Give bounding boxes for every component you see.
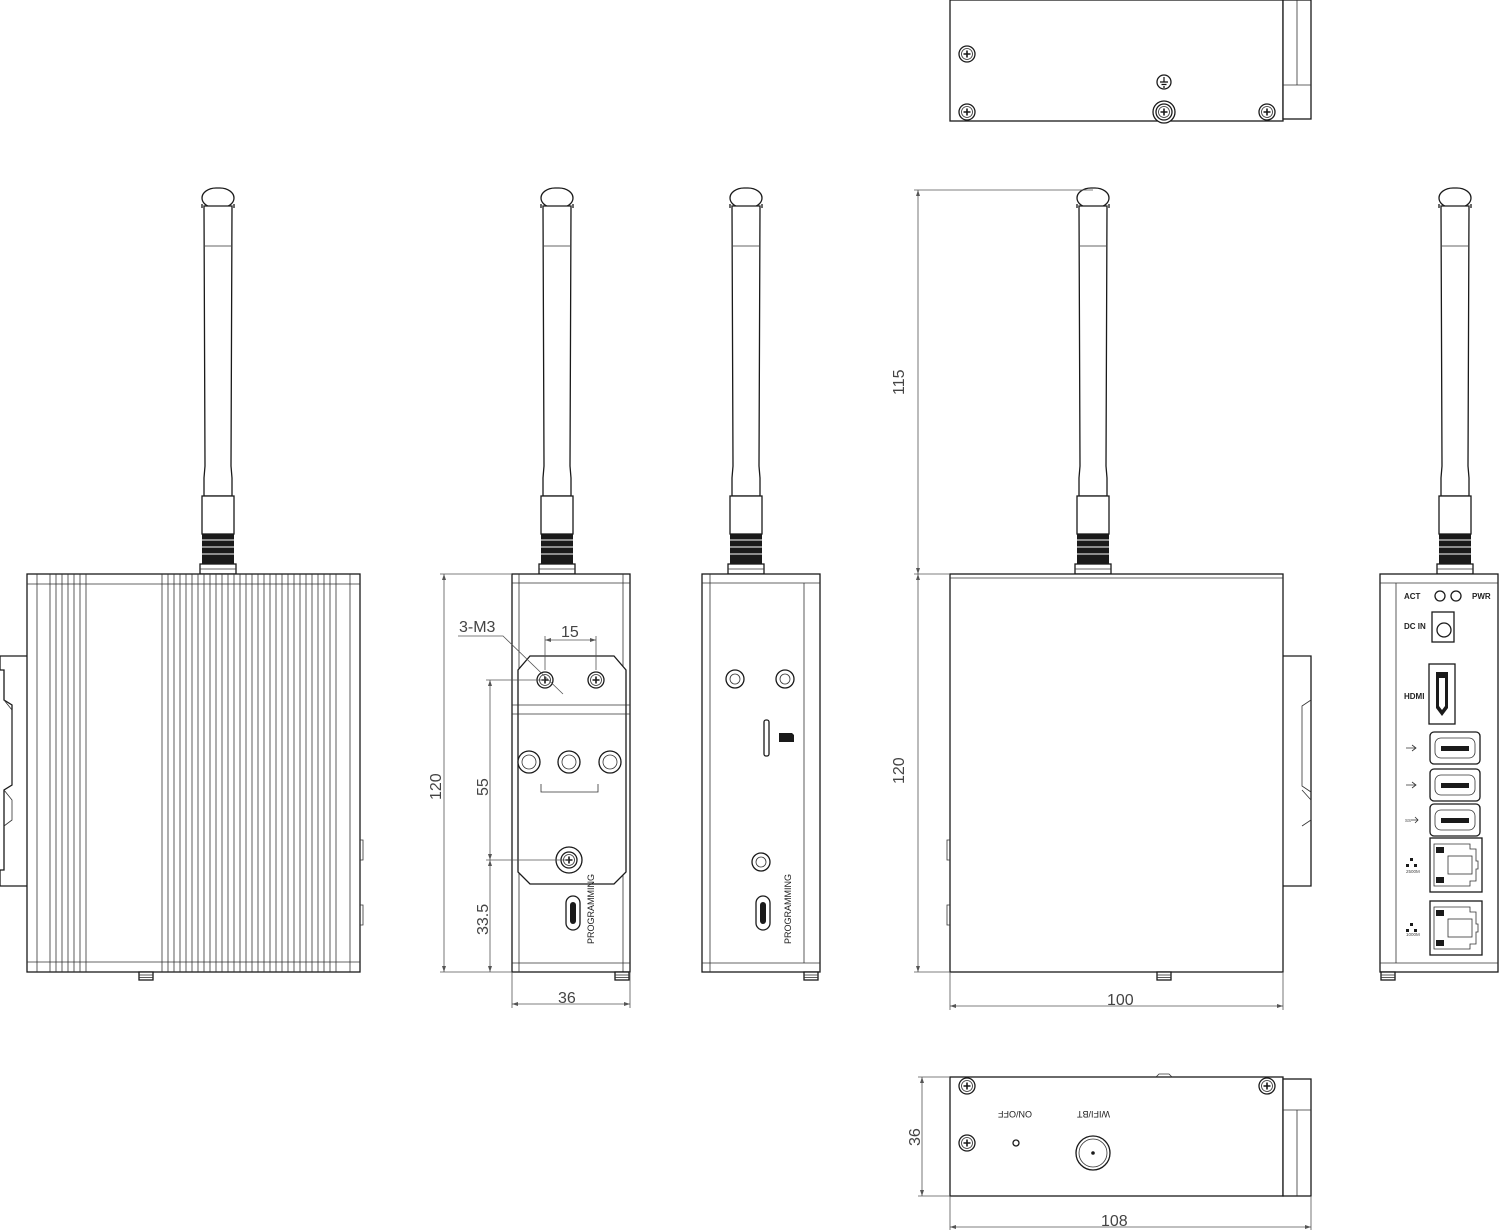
back-view-din: PROGRAMMING 3-M3 15 55 33.5 120 36	[428, 187, 631, 1008]
io-panel-view: ACT PWR DC IN HDMI SS 2500M	[1379, 187, 1499, 981]
dim-55: 55	[475, 778, 492, 796]
antenna-connector-icon	[1075, 1135, 1111, 1171]
act-led-icon	[1434, 590, 1446, 602]
dc-in-label: DC IN	[1404, 622, 1426, 631]
ethernet-icon	[1406, 858, 1417, 867]
dim-120-back: 120	[428, 773, 445, 800]
dim-36-bottom: 36	[907, 1128, 924, 1146]
act-label: ACT	[1404, 592, 1421, 601]
power-button-icon	[1012, 1139, 1020, 1147]
side-view-finned	[0, 187, 364, 981]
dim-15: 15	[561, 624, 579, 641]
bottom-view: ON/OFF WIFI/BT 36 108	[907, 1073, 1312, 1230]
ground-screw	[1152, 100, 1176, 124]
usb3-icon: SS	[1405, 816, 1419, 824]
usb-icon	[1406, 781, 1417, 789]
lan-2-speed-label: 1000M	[1406, 932, 1420, 937]
dim-36-back: 36	[558, 990, 576, 1007]
side-view-programming: PROGRAMMING	[701, 187, 821, 981]
lan-1-speed-label: 2500M	[1406, 869, 1420, 874]
ethernet-icon	[1406, 923, 1417, 932]
dim-108: 108	[1101, 1213, 1128, 1230]
hdmi-port-icon	[1428, 663, 1456, 725]
programming-label-side: PROGRAMMING	[783, 874, 793, 944]
svg-text:SS: SS	[1405, 818, 1411, 823]
hdmi-label: HDMI	[1404, 692, 1424, 701]
pwr-led-icon	[1450, 590, 1462, 602]
dc-jack-icon	[1436, 622, 1452, 638]
micro-sd-icon	[779, 733, 794, 742]
wifi-bt-label: WIFI/BT	[1077, 1109, 1110, 1119]
dim-115: 115	[891, 369, 908, 395]
screw-spec-callout: 3-M3	[459, 619, 496, 636]
dim-33-5: 33.5	[475, 904, 492, 935]
on-off-label: ON/OFF	[998, 1109, 1032, 1119]
pwr-label: PWR	[1472, 592, 1491, 601]
usb-icon	[1406, 744, 1417, 752]
dim-120-front: 120	[891, 757, 908, 784]
front-view: 115 120 100	[891, 187, 1312, 1010]
top-view	[949, 0, 1312, 124]
programming-label: PROGRAMMING	[586, 874, 596, 944]
dim-100: 100	[1107, 992, 1134, 1009]
ground-symbol-icon	[1156, 74, 1172, 90]
